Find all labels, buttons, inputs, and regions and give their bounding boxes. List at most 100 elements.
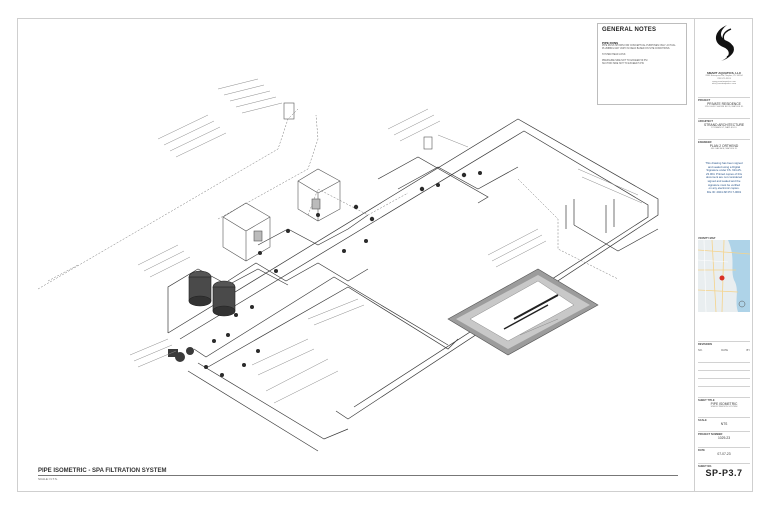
- panel-detail: [253, 230, 263, 242]
- pipe-fittings: [204, 171, 482, 377]
- tb-divider: [698, 397, 750, 398]
- company-phone: 239-571-9513: [717, 77, 731, 80]
- rev-col-date: DATE: [721, 349, 728, 352]
- project-address: 1234 GULF SHORE BLVD, NAPLES FL: [704, 106, 744, 108]
- architect-address: 123 MAIN ST, NAPLES FL: [711, 127, 737, 129]
- project-name: PRIVATE RESIDENCE: [707, 102, 741, 106]
- digital-signature-note: This drawing has been signed and sealed …: [698, 161, 750, 194]
- return-loop-pipe-2: [179, 130, 649, 408]
- disclaimer-line: 23.004. Printed copies of this: [705, 171, 743, 176]
- north-arrow-icon: [738, 300, 746, 308]
- revisions-label: REVISIONS: [698, 343, 713, 346]
- company-logo: [698, 23, 750, 68]
- company-email[interactable]: info@smartaquatics.com: [711, 83, 737, 86]
- valve-actuator: [423, 136, 433, 150]
- tb-divider: [698, 378, 750, 379]
- heater-pipe: [257, 214, 369, 246]
- disclaimer-line: on any electronic copies.: [708, 186, 740, 191]
- sheet-title: PIPE ISOMETRIC: [710, 402, 738, 406]
- sheet-number: SP-P3.7: [705, 468, 743, 478]
- project-block: PROJECT PRIVATE RESIDENCE 1234 GULF SHOR…: [698, 99, 750, 109]
- project-label: PROJECT: [698, 99, 711, 102]
- sheet-title-label: SHEET TITLE: [698, 399, 715, 402]
- filter-tanks: [188, 270, 236, 317]
- pipe-isometric-svg: [37, 78, 659, 452]
- control-wire-4: [47, 178, 619, 282]
- date-value: 07-07-23: [717, 452, 731, 456]
- notes-line: PRESSURE SIDE NOT TO EXCEED 50 PSI: [602, 60, 648, 62]
- top-loop-pipe: [377, 156, 489, 204]
- rev-col-by: BY: [746, 349, 750, 352]
- sheet-title-block: SHEET TITLE PIPE ISOMETRIC SPA FILTRATIO…: [698, 399, 750, 409]
- date-label: DATE: [698, 449, 705, 452]
- map-label: VICINITY MAP: [698, 237, 716, 240]
- engineer-address: 456 OAK AVE, NAPLES FL: [710, 148, 738, 150]
- project-number-block: PROJECT NUMBER 1029-23: [698, 433, 750, 440]
- tb-divider: [698, 139, 750, 140]
- tb-divider: [698, 431, 750, 432]
- notes-subheading: PIPE RUNS: [602, 41, 619, 45]
- company-info: SMART AQUATICS, LLC 2880 Enterprise Rd, …: [698, 71, 750, 86]
- notes-line: SYSTEM HEAD LOSS:: [602, 54, 626, 56]
- disclaimer-line: File ID: 2024-SP-P3.7-0001: [706, 189, 742, 194]
- vicinity-map: VICINITY MAP: [697, 237, 751, 317]
- supply-branch-pipe-2: [207, 286, 459, 368]
- pump-cluster: [168, 347, 194, 362]
- drawing-title-strip: PIPE ISOMETRIC - SPA FILTRATION SYSTEM S…: [38, 468, 678, 481]
- architect-label: ARCHITECT: [698, 120, 713, 123]
- return-loop-pipe: [167, 118, 659, 420]
- disclaimer-line: document are not considered: [705, 175, 743, 180]
- tb-divider: [698, 118, 750, 119]
- control-wire-3: [307, 188, 409, 216]
- disclaimer-line: Signature under FS. 61G15-: [706, 168, 742, 173]
- revisions-block: REVISIONS NO. DATE BY: [698, 343, 750, 352]
- engineer-name: PLAN 2 ORTHEND: [709, 144, 739, 148]
- tb-divider: [698, 447, 750, 448]
- control-panel: [283, 102, 295, 120]
- company-name: SMART AQUATICS, LLC: [706, 71, 742, 75]
- control-wire-2: [217, 114, 319, 220]
- engineer-block: ENGINEER PLAN 2 ORTHEND 456 OAK AVE, NAP…: [698, 141, 750, 151]
- notes-line: PLUMBING MAY VARY IN FIELD BASED ON SITE…: [602, 48, 671, 50]
- map-image[interactable]: [697, 239, 751, 313]
- rev-col-no: NO.: [698, 349, 703, 352]
- equipment-pipe: [167, 268, 289, 333]
- notes-line: SUCTION SIDE NOT TO EXCEED 5 PSI: [602, 63, 644, 65]
- drawing-scale: SCALE: N.T.S.: [38, 477, 58, 481]
- scale-block: SCALE NTS: [698, 419, 750, 426]
- engineer-label: ENGINEER: [698, 141, 712, 144]
- top-loop-pipe-2: [397, 166, 519, 190]
- spa-basin: [447, 268, 599, 356]
- control-wire: [37, 108, 299, 290]
- location-pin-icon: [719, 275, 725, 281]
- disclaimer-line: and sealed using a Digital: [707, 164, 741, 169]
- swirl-logo-icon: [715, 25, 734, 61]
- tb-divider: [698, 463, 750, 464]
- company-website[interactable]: www.smartaquatics.com: [712, 80, 736, 83]
- supply-branch-pipe: [193, 276, 449, 358]
- pump-box: [297, 168, 341, 222]
- architect-block: ARCHITECT STRAND ARCHITECTURE 123 MAIN S…: [698, 120, 750, 130]
- scale-label: SCALE: [698, 419, 707, 422]
- title-block: SMART AQUATICS, LLC 2880 Enterprise Rd, …: [694, 19, 752, 491]
- notes-line: PIPE RUNS SHOWN FOR CONCEPTUAL PURPOSES …: [602, 45, 676, 47]
- tb-divider: [698, 362, 750, 363]
- filter-pipe: [227, 262, 369, 282]
- date-block: DATE 07-07-23: [698, 449, 750, 456]
- sheet-title-sub: SPA FILTRATION SYSTEM: [710, 406, 738, 408]
- panel-detail-2: [311, 198, 321, 210]
- disclaimer-line: signature must be verified: [707, 182, 741, 187]
- tb-divider: [698, 97, 750, 98]
- tb-divider: [698, 370, 750, 371]
- scale-value: NTS: [720, 422, 728, 426]
- drawing-title: PIPE ISOMETRIC - SPA FILTRATION SYSTEM: [38, 468, 678, 476]
- revisions-header: NO. DATE BY: [698, 349, 750, 352]
- riser-link: [573, 224, 659, 252]
- company-address: 2880 Enterprise Rd, Naples, FL 34104: [705, 75, 743, 77]
- general-notes: GENERAL NOTES PIPE RUNS PIPE RUNS SHOWN …: [597, 23, 687, 105]
- tb-divider: [698, 386, 750, 387]
- heater-box: [222, 202, 271, 262]
- project-number: 1029-23: [717, 436, 731, 440]
- architect-name: STRAND ARCHITECTURE: [703, 123, 745, 127]
- disclaimer-line: This drawing has been signed: [705, 161, 743, 165]
